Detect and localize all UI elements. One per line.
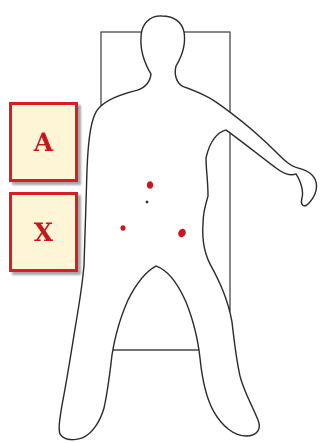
marker-upper-abdomen[interactable] (147, 181, 153, 189)
a-button[interactable]: A (9, 102, 78, 182)
a-button-label: A (34, 128, 53, 157)
x-button[interactable]: X (9, 192, 78, 272)
x-button-label: X (34, 218, 53, 247)
marker-left-groin[interactable] (120, 225, 125, 231)
body-silhouette (59, 16, 316, 440)
marker-navel (146, 201, 149, 204)
